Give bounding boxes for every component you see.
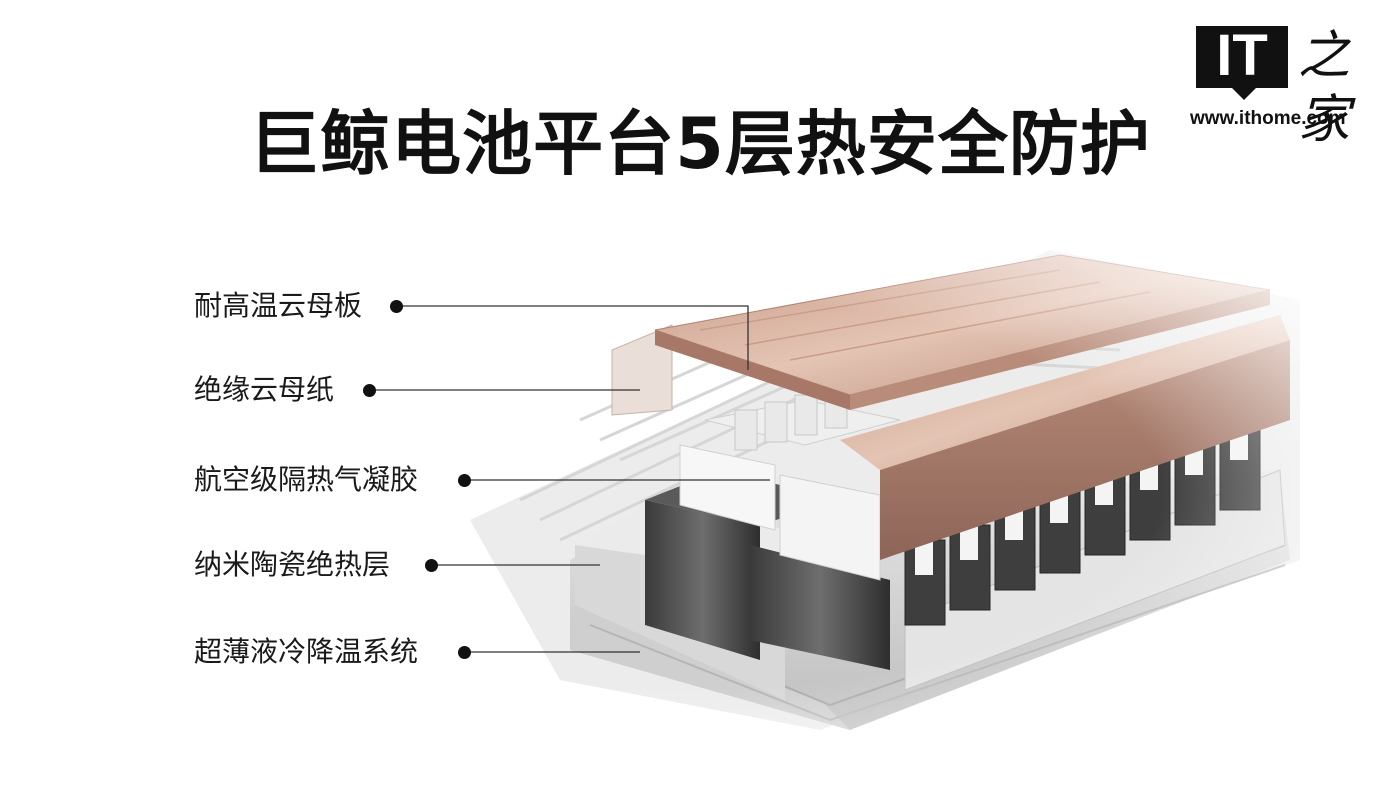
leader-lines: [370, 305, 770, 653]
layer-dot-ceramic: [425, 559, 438, 572]
layer-dot-mica-paper: [363, 384, 376, 397]
layer-dot-cooling: [458, 646, 471, 659]
logo-chinese: 之家: [1298, 26, 1351, 150]
leader-line-mica-board: [397, 305, 749, 370]
layer-label-cooling: 超薄液冷降温系统: [194, 635, 419, 668]
layer-label-mica-board: 耐高温云母板: [194, 289, 363, 322]
layer-dot-aerogel: [458, 474, 471, 487]
logo-url: www.ithome.com: [1190, 108, 1346, 129]
logo-tail: [1230, 86, 1258, 100]
ithome-logo: IT 之家 www.ithome.com: [1190, 20, 1390, 151]
layer-dot-mica-board: [390, 300, 403, 313]
layer-label-mica-paper: 绝缘云母纸: [194, 373, 335, 406]
edge-fade: [0, 200, 1400, 787]
layer-label-aerogel: 航空级隔热气凝胶: [194, 463, 419, 496]
logo-box: [1196, 26, 1288, 88]
logo-mark: IT: [1216, 23, 1268, 88]
layer-label-ceramic: 纳米陶瓷绝热层: [194, 548, 391, 581]
page-title: 巨鲸电池平台5层热安全防护: [249, 103, 1151, 185]
